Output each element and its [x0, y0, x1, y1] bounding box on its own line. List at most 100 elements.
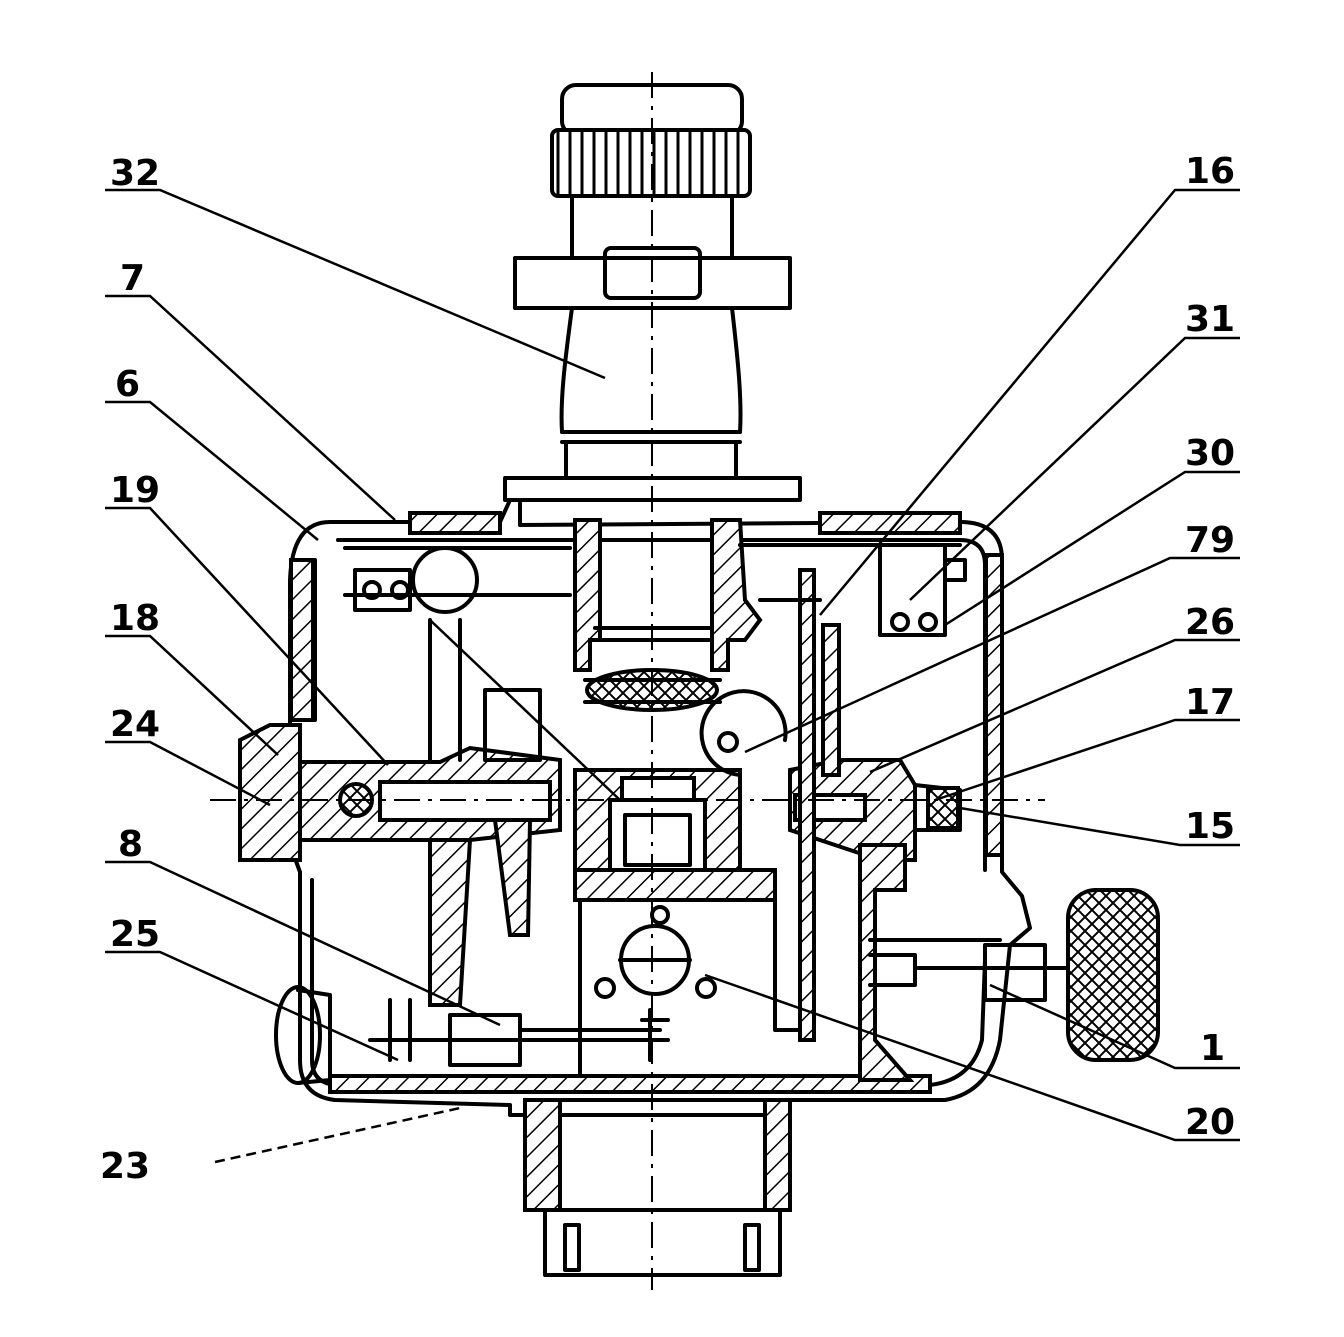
adjusting-disc	[411, 546, 479, 614]
cam-screw-right	[695, 977, 717, 999]
leader-8	[105, 860, 501, 1027]
leader-30	[944, 470, 1240, 627]
bottom-tube-ends	[558, 1098, 767, 1212]
leader-lines	[105, 188, 1240, 1164]
gear-pivot	[717, 731, 739, 753]
leader-1	[989, 983, 1240, 1070]
cam-screw-left	[594, 977, 616, 999]
leader-16	[819, 188, 1240, 616]
scale-plate	[798, 568, 816, 1042]
lower-mechanism	[274, 843, 1082, 1085]
label-18: 18	[110, 598, 160, 639]
label-23: 23	[100, 1146, 150, 1187]
prism-top	[620, 776, 696, 802]
gear-sector	[699, 689, 788, 777]
right-lower-bracket	[858, 843, 915, 1082]
left-wall-section	[289, 558, 315, 722]
leader-19	[105, 506, 389, 766]
leader-79	[744, 556, 1240, 754]
mount-screw-left	[563, 1223, 581, 1272]
label-25: 25	[110, 914, 160, 955]
upper-right-arm	[738, 543, 962, 602]
rod-stop	[388, 998, 412, 1062]
bottom-wall-section	[328, 1074, 932, 1094]
bottom-tube-mount	[543, 1208, 782, 1277]
eyepiece-barrel	[570, 194, 734, 257]
mount-right-wall	[710, 518, 763, 672]
bracket-screw-b	[390, 580, 410, 600]
leader-15	[959, 806, 1240, 847]
knurled-knob	[1066, 888, 1160, 1062]
label-32: 32	[110, 153, 160, 194]
label-17: 17	[1185, 682, 1235, 723]
label-24: 24	[110, 704, 160, 745]
vertical-rack	[821, 623, 841, 777]
label-19: 19	[110, 470, 160, 511]
mount-screw-right	[743, 1223, 761, 1272]
leader-25	[105, 950, 399, 1062]
rod-end-screw	[640, 1008, 670, 1062]
prism-block	[623, 813, 692, 867]
vertical-rod	[428, 618, 462, 762]
leader-6	[105, 400, 319, 541]
leader-32	[105, 188, 606, 380]
cam-pin	[650, 905, 670, 925]
mount-left-wall	[573, 518, 602, 672]
left-top-mechanism	[343, 546, 621, 801]
linkage-rod	[429, 619, 621, 801]
label-30: 30	[1185, 433, 1235, 474]
right-bracket-screw-b	[918, 612, 938, 632]
right-wall-section	[984, 553, 1004, 857]
threaded-ring	[593, 626, 714, 642]
bracket-clip	[943, 558, 967, 582]
leader-18	[105, 634, 279, 756]
right-bracket-screw-a	[890, 612, 910, 632]
upper-lever-arm	[343, 546, 572, 597]
prism-base-plate	[573, 868, 777, 902]
bottom-tube-right-wall	[763, 1098, 792, 1212]
leader-20	[704, 973, 1240, 1142]
leader-7	[105, 294, 396, 521]
center-lines	[210, 72, 1045, 1290]
label-31: 31	[1185, 299, 1235, 340]
leader-17	[934, 718, 1240, 802]
label-16: 16	[1185, 151, 1235, 192]
knob-shaft	[868, 938, 1082, 970]
label-7: 7	[120, 258, 145, 299]
left-support-post	[428, 838, 473, 1007]
lever-block	[483, 688, 542, 762]
pulley-hub	[296, 988, 332, 1085]
main-tube	[559, 306, 743, 434]
bottom-tube-left-wall	[523, 1098, 562, 1212]
right-top-mechanism	[738, 543, 967, 637]
top-wall-section-left	[408, 511, 502, 535]
label-20: 20	[1185, 1102, 1235, 1143]
label-8: 8	[118, 824, 143, 865]
label-15: 15	[1185, 806, 1235, 847]
adjusting-knob	[1066, 888, 1160, 1062]
tube-neck	[564, 440, 738, 477]
knob-collar	[983, 943, 1047, 1002]
shaft-assembly	[238, 568, 962, 1042]
rod-guide	[448, 1013, 522, 1067]
bottom-tube	[523, 1098, 792, 1277]
left-end-cap	[238, 723, 302, 862]
bracket-screw-a	[362, 580, 382, 600]
label-79: 79	[1185, 520, 1235, 561]
leader-31	[909, 336, 1240, 601]
objective-mount	[573, 518, 777, 902]
main-housing	[288, 498, 1032, 1117]
left-pinion-tooth	[492, 818, 533, 937]
right-bracket	[878, 543, 947, 637]
leader-24	[105, 740, 271, 807]
label-1: 1	[1200, 1028, 1225, 1069]
leader-26	[869, 638, 1240, 774]
lower-push-rod	[368, 1028, 662, 1042]
label-26: 26	[1185, 602, 1235, 643]
tube-flange	[503, 476, 802, 502]
lower-chamber	[578, 898, 802, 1077]
leader-23	[214, 1106, 461, 1164]
callout-labels: 32 7 6 19 18 24 8 25 23 16 31 30 79 26 1…	[100, 151, 1235, 1187]
